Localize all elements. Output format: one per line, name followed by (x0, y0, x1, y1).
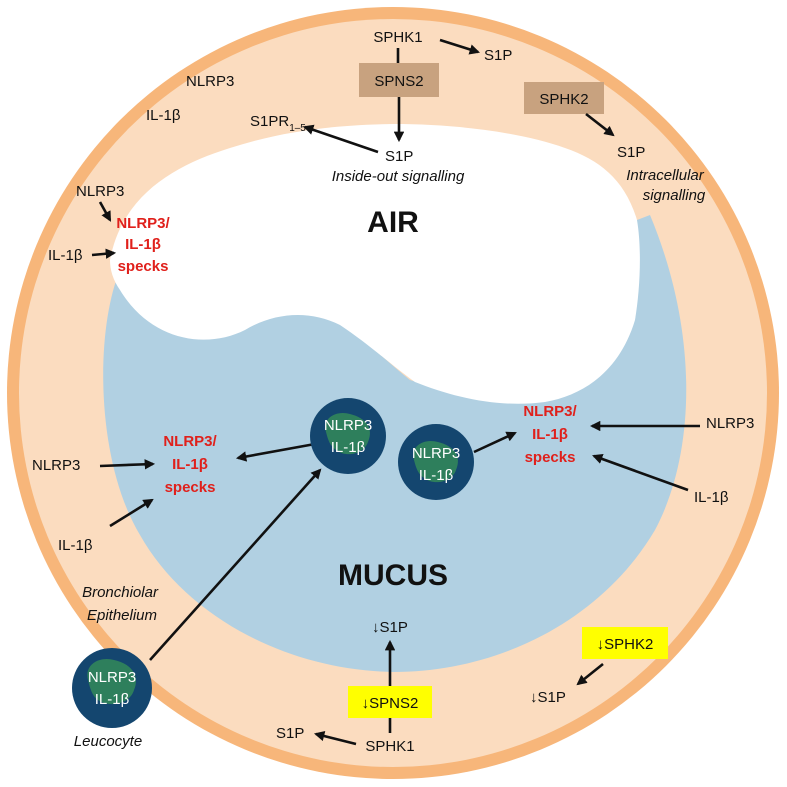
specks-upper-2: IL-1β (125, 236, 161, 253)
mucus-layer (103, 215, 687, 672)
il1b-left-upper: IL-1β (48, 247, 83, 264)
inflammasome-cell-center: NLRP3 IL-1β (310, 398, 386, 474)
arrow-sphk1-to-s1p-top (439, 38, 480, 55)
arrow-cell-to-specks-left (235, 442, 316, 462)
il1b-top-left: IL-1β (146, 107, 181, 124)
spns2-top: SPNS2 (374, 73, 423, 90)
air-lumen (110, 124, 640, 404)
specks-left-2: IL-1β (172, 456, 208, 473)
arrow-sphk2-to-s1p-bottom (576, 662, 604, 686)
inflammasome-cell-right: NLRP3 IL-1β (398, 424, 474, 500)
il1b-left: IL-1β (58, 537, 93, 554)
sphk1-bottom: SPHK1 (365, 738, 414, 755)
specks-right-1: NLRP3/ (523, 403, 577, 420)
arrow-s1p-to-s1pr (303, 124, 379, 154)
arrow-sphk2-to-s1p-top (585, 112, 615, 137)
leucocyte-label: Leucocyte (74, 733, 142, 750)
intracellular-label-1: Intracellular (626, 167, 705, 184)
specks-left-3: specks (165, 479, 216, 496)
nlrp3-left-upper: NLRP3 (76, 183, 124, 200)
svg-text:NLRP3: NLRP3 (412, 445, 460, 462)
specks-right-2: IL-1β (532, 426, 568, 443)
sphk2-box-top (524, 82, 604, 114)
sphk1-top: SPHK1 (373, 29, 422, 46)
arrow-leucocyte-to-cell (149, 468, 322, 661)
air-label: AIR (367, 206, 419, 239)
specks-right-3: specks (525, 449, 576, 466)
arrow-nlrp3-to-specks-upper (98, 201, 112, 222)
sphk2-top: SPHK2 (539, 91, 588, 108)
mucus-label: MUCUS (338, 559, 448, 592)
s1p-bottom-center: ↓S1P (372, 619, 408, 636)
specks-left-1: NLRP3/ (163, 433, 217, 450)
svg-text:IL-1β: IL-1β (95, 691, 130, 708)
spns2-box-top (359, 63, 439, 97)
specks-upper-1: NLRP3/ (116, 215, 170, 232)
s1pr-label: S1PR1–5 (250, 113, 306, 134)
spns2-box-bottom (348, 686, 432, 718)
bronchiolar-label-2: Epithelium (87, 607, 157, 624)
arrow-il1b-to-specks-upper (91, 248, 117, 259)
svg-text:NLRP3: NLRP3 (88, 669, 136, 686)
nlrp3-right: NLRP3 (706, 415, 754, 432)
arrow-sphk1-to-s1p-bottom (313, 730, 357, 746)
arrow-il1b-to-specks-right (592, 453, 689, 492)
bronchiolar-label-1: Bronchiolar (82, 584, 159, 601)
arrow-nlrp3-to-specks-left (99, 459, 156, 470)
s1p-top-center: S1P (385, 148, 413, 165)
spns2-bottom: ↓SPNS2 (362, 695, 419, 712)
svg-text:IL-1β: IL-1β (331, 439, 366, 456)
nlrp3-left: NLRP3 (32, 457, 80, 474)
svg-text:IL-1β: IL-1β (419, 467, 454, 484)
s1p-bottom-left: S1P (276, 725, 304, 742)
arrow-cell-to-specks-right (473, 431, 517, 454)
nlrp3-top-left: NLRP3 (186, 73, 234, 90)
leucocyte-cell: NLRP3 IL-1β (72, 648, 152, 728)
s1p-intracellular: S1P (617, 144, 645, 161)
svg-text:NLRP3: NLRP3 (324, 417, 372, 434)
il1b-right: IL-1β (694, 489, 729, 506)
s1p-top-right: S1P (484, 47, 512, 64)
sphk2-bottom: ↓SPHK2 (597, 636, 654, 653)
inside-out-label: Inside-out signalling (332, 168, 465, 185)
arrow-il1b-to-specks-left (109, 498, 154, 528)
specks-upper-3: specks (118, 258, 169, 275)
sphk2-box-bottom (582, 627, 668, 659)
s1p-bottom-right: ↓S1P (530, 689, 566, 706)
intracellular-label-2: signalling (643, 187, 706, 204)
